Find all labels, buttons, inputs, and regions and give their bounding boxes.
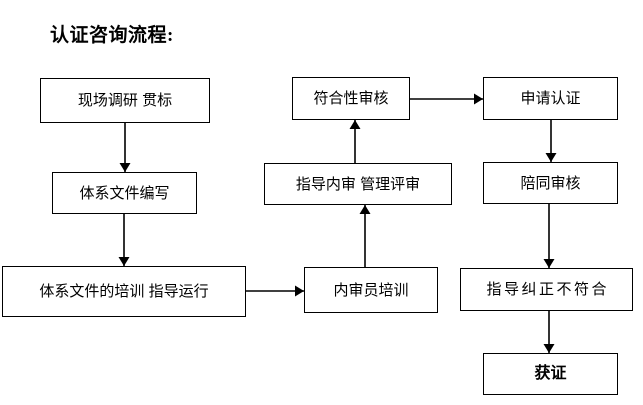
arrowhead-e2 <box>118 257 130 266</box>
flow-node-label: 指导纠正不符合 <box>486 281 609 298</box>
flow-node-label: 获证 <box>534 365 567 382</box>
arrowhead-e9 <box>543 344 555 353</box>
arrowhead-e8 <box>543 259 555 268</box>
flow-node-label: 陪同审核 <box>520 174 581 192</box>
flow-node-system-doc-writing: 体系文件编写 <box>52 172 197 214</box>
flow-node-label: 申请认证 <box>520 90 581 107</box>
flow-node-compliance-audit: 符合性审核 <box>292 77 410 120</box>
arrowhead-e3 <box>295 285 304 297</box>
flow-node-guide-internal-audit: 指导内审 管理评审 <box>264 163 452 205</box>
arrowhead-e4 <box>359 205 371 214</box>
flow-node-apply-certification: 申请认证 <box>483 77 618 120</box>
flow-node-internal-auditor-training: 内审员培训 <box>304 267 438 313</box>
flow-node-site-survey: 现场调研 贯标 <box>40 78 210 123</box>
flow-node-label: 体系文件的培训 指导运行 <box>39 283 209 300</box>
arrowhead-e5 <box>349 120 361 129</box>
flow-node-system-doc-training: 体系文件的培训 指导运行 <box>2 266 246 317</box>
flow-node-obtain-certificate: 获证 <box>483 353 618 395</box>
flow-node-label: 指导内审 管理评审 <box>295 175 421 193</box>
arrowhead-e1 <box>119 163 131 172</box>
flow-node-guide-correction: 指导纠正不符合 <box>460 268 633 311</box>
page-title: 认证咨询流程: <box>50 25 174 46</box>
flow-node-label: 现场调研 贯标 <box>77 92 173 109</box>
arrowhead-e7 <box>545 153 557 162</box>
flow-node-label: 符合性审核 <box>313 90 389 107</box>
flow-node-accompany-audit: 陪同审核 <box>483 162 618 204</box>
flow-node-label: 体系文件编写 <box>79 184 170 202</box>
arrowhead-e6 <box>474 93 483 105</box>
flow-node-label: 内审员培训 <box>333 281 409 299</box>
